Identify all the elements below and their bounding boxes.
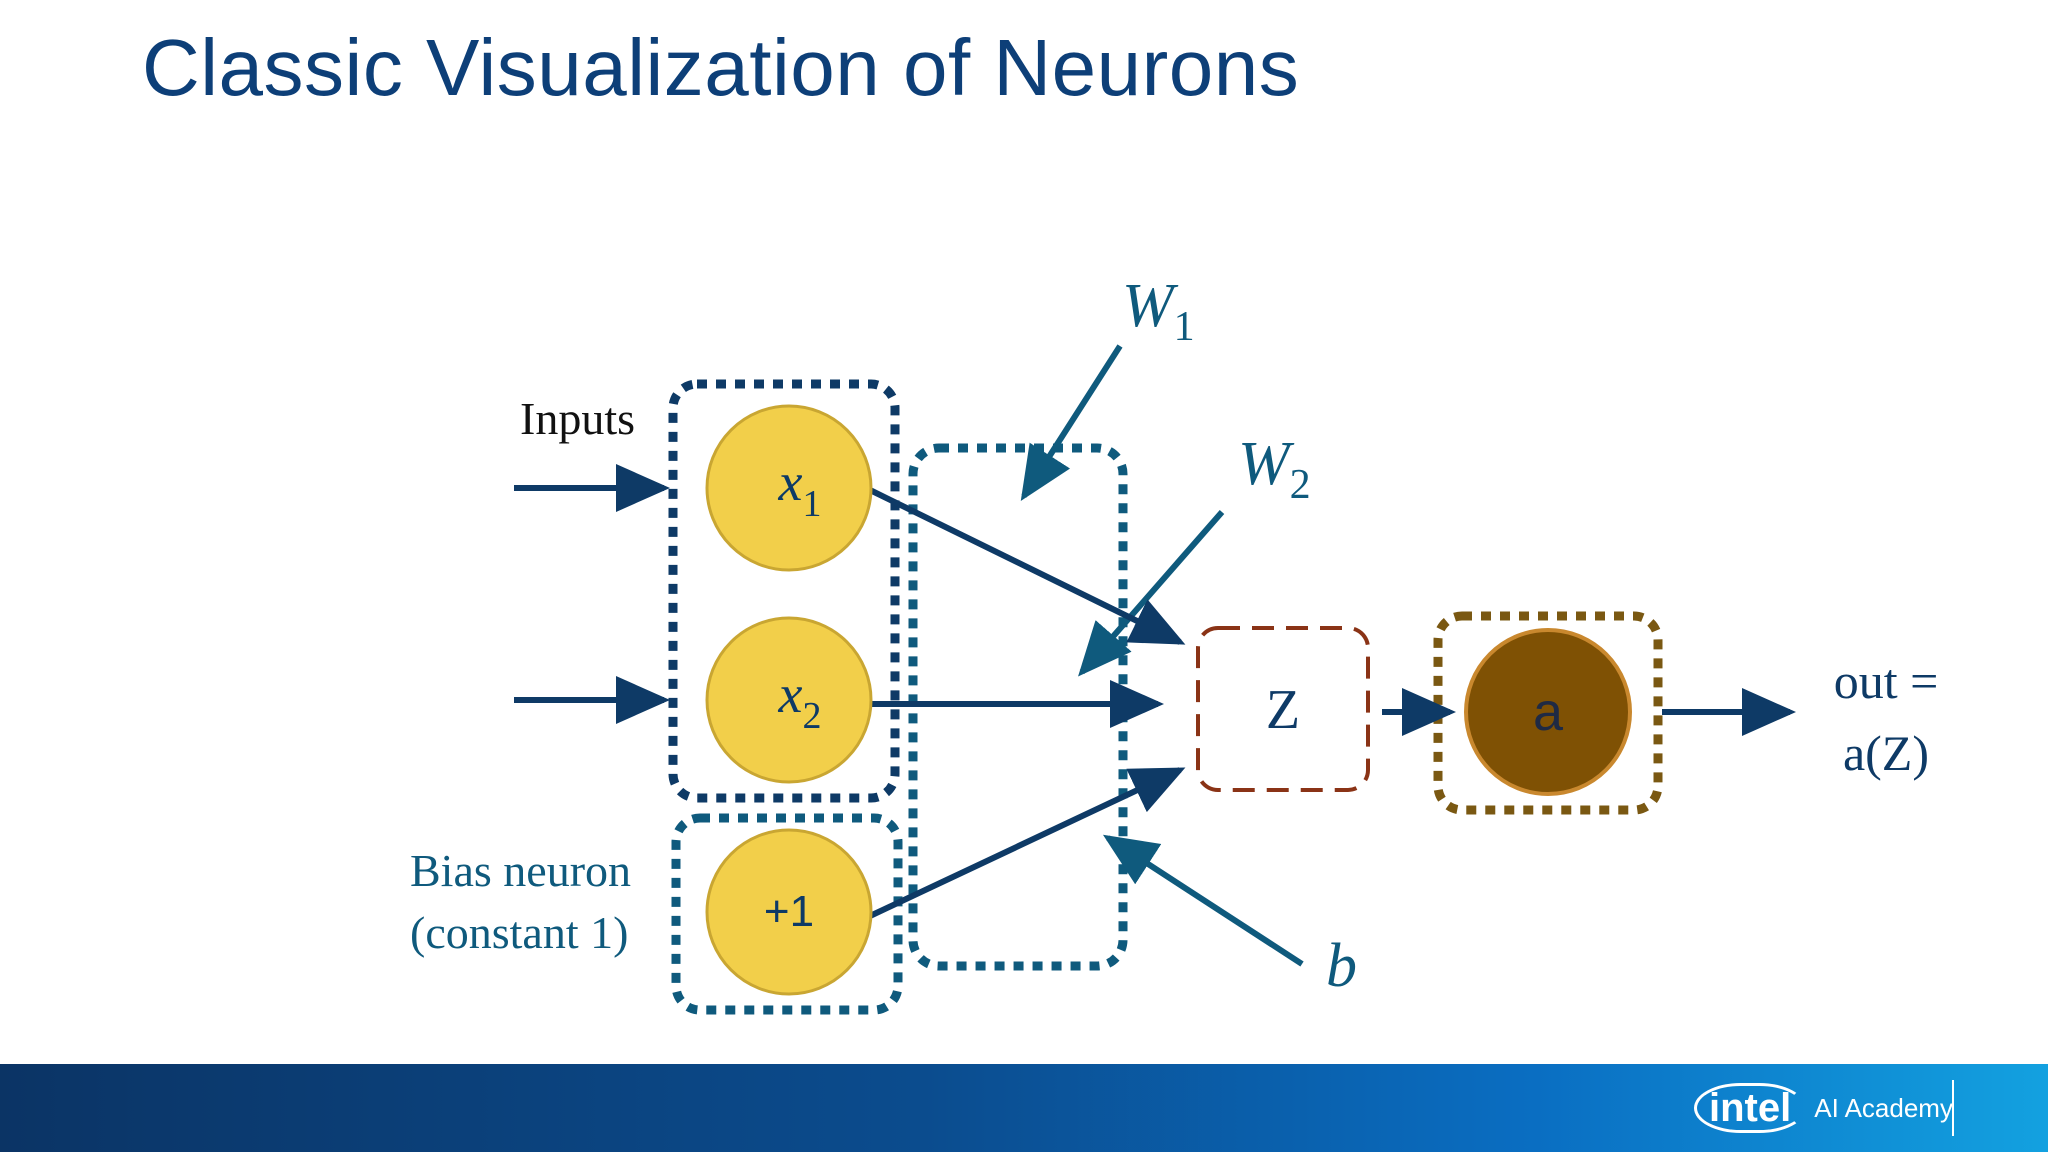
activation-node: [1464, 628, 1632, 796]
w2-subscript: 2: [1290, 462, 1311, 508]
bias-node-label: +1: [764, 887, 814, 936]
connection-bias-to-z: [868, 767, 1186, 919]
b-pointer-arrow: [1102, 834, 1304, 967]
intel-ai-academy-logo: intel AI Academy: [1694, 1082, 1953, 1134]
z-box: [1196, 626, 1370, 792]
input-group-box: [668, 379, 900, 803]
weights-group-box: [908, 443, 1128, 971]
bias-label-line2: (constant 1): [410, 907, 628, 958]
w1-base: W: [1122, 272, 1179, 340]
x2-base: x: [778, 664, 803, 724]
x2-label: x2: [778, 664, 822, 737]
bias-group-box: [671, 813, 903, 1015]
bias-node: [705, 828, 873, 996]
w1-label: W1: [1122, 272, 1195, 350]
input-node-x2: [705, 616, 873, 784]
x2-subscript: 2: [802, 695, 821, 737]
inputs-label: Inputs: [520, 393, 635, 444]
footer-divider: [1952, 1080, 1954, 1136]
x1-subscript: 1: [802, 483, 821, 525]
output-label-line2: a(Z): [1843, 725, 1929, 781]
b-label: b: [1326, 932, 1357, 1000]
x1-base: x: [778, 452, 803, 512]
output-label-line1: out =: [1834, 653, 1939, 709]
w2-base: W: [1238, 430, 1295, 498]
intel-logo: intel: [1694, 1083, 1807, 1133]
input-node-x1: [705, 404, 873, 572]
footer-bar: intel AI Academy: [0, 1064, 2048, 1152]
activation-group-box: [1433, 611, 1663, 815]
connection-x1-to-z: [868, 487, 1186, 645]
w2-pointer-arrow: [1078, 510, 1225, 677]
w1-subscript: 1: [1174, 304, 1195, 350]
x1-label: x1: [778, 452, 822, 525]
w2-label: W2: [1238, 430, 1311, 508]
page-title: Classic Visualization of Neurons: [142, 23, 1300, 112]
activation-label: a: [1533, 682, 1564, 742]
w1-pointer-arrow: [1020, 344, 1123, 502]
ai-academy-label: AI Academy: [1814, 1092, 1953, 1123]
z-label: Z: [1266, 679, 1300, 741]
bias-label-line1: Bias neuron: [410, 845, 631, 896]
neuron-diagram: x1 x2 +1 Z a W1 W2 b Inputs Bias neuron …: [410, 272, 1939, 1015]
